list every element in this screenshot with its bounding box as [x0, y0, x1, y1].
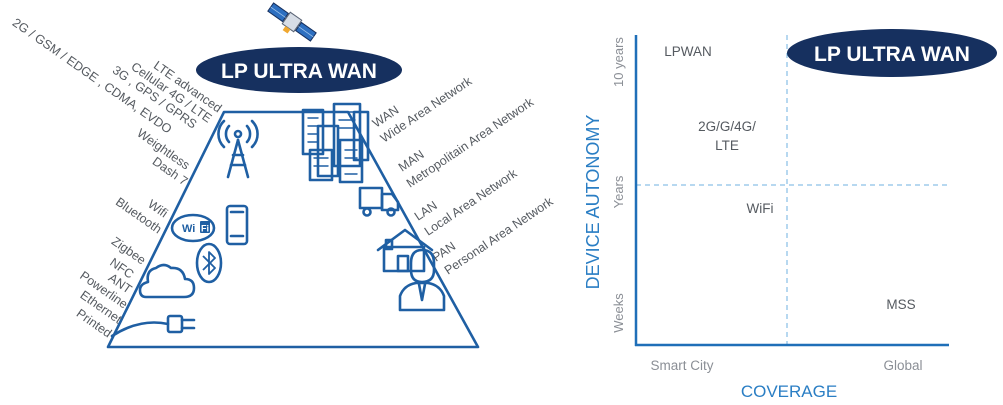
network-pyramid: LP ULTRA WAN 2G / GSM / EDGE , CDMA, EVD…	[10, 2, 556, 349]
pyramid-outline	[106, 110, 480, 349]
chart-lp-ultra-wan-badge	[787, 29, 997, 77]
smartphone-icon	[225, 204, 249, 246]
x-axis-label: COVERAGE	[741, 382, 837, 401]
house-icon	[376, 228, 434, 273]
bluetooth-icon	[195, 242, 223, 284]
y-tick-years: Years	[611, 175, 626, 208]
person-icon	[398, 248, 446, 312]
quadrant-label-mss: MSS	[886, 297, 915, 312]
satellite-icon	[267, 2, 317, 42]
y-axis-label: DEVICE AUTONOMY	[583, 115, 603, 290]
lp-ultra-wan-badge	[196, 47, 402, 93]
wifi-badge-text-fi: Fi	[201, 224, 209, 234]
city-buildings-icon	[301, 102, 370, 184]
x-tick-global: Global	[883, 358, 922, 373]
wifi-badge-text-wi: Wi	[182, 223, 195, 235]
power-plug-icon	[110, 314, 196, 338]
quadrant-label-wifi: WiFi	[747, 201, 774, 216]
lp-ultra-wan-badge-label: LP ULTRA WAN	[221, 60, 377, 83]
y-tick-10-years: 10 years	[611, 37, 626, 87]
quadrant-label-2g-4g: 2G/G/4G/	[698, 119, 756, 134]
quadrant-label-lpwan: LPWAN	[664, 44, 712, 59]
delivery-truck-icon	[358, 186, 400, 217]
chart-lp-ultra-wan-badge-label: LP ULTRA WAN	[814, 43, 970, 66]
x-tick-smart-city: Smart City	[650, 358, 713, 373]
cloud-icon	[138, 263, 196, 299]
quadrant-label-lte: LTE	[715, 138, 739, 153]
wifi-badge-icon: Wi Fi	[170, 213, 216, 243]
coverage-autonomy-chart: 10 years Years Weeks DEVICE AUTONOMY Sma…	[583, 29, 997, 401]
y-tick-weeks: Weeks	[611, 293, 626, 333]
cell-tower-icon	[217, 119, 259, 179]
